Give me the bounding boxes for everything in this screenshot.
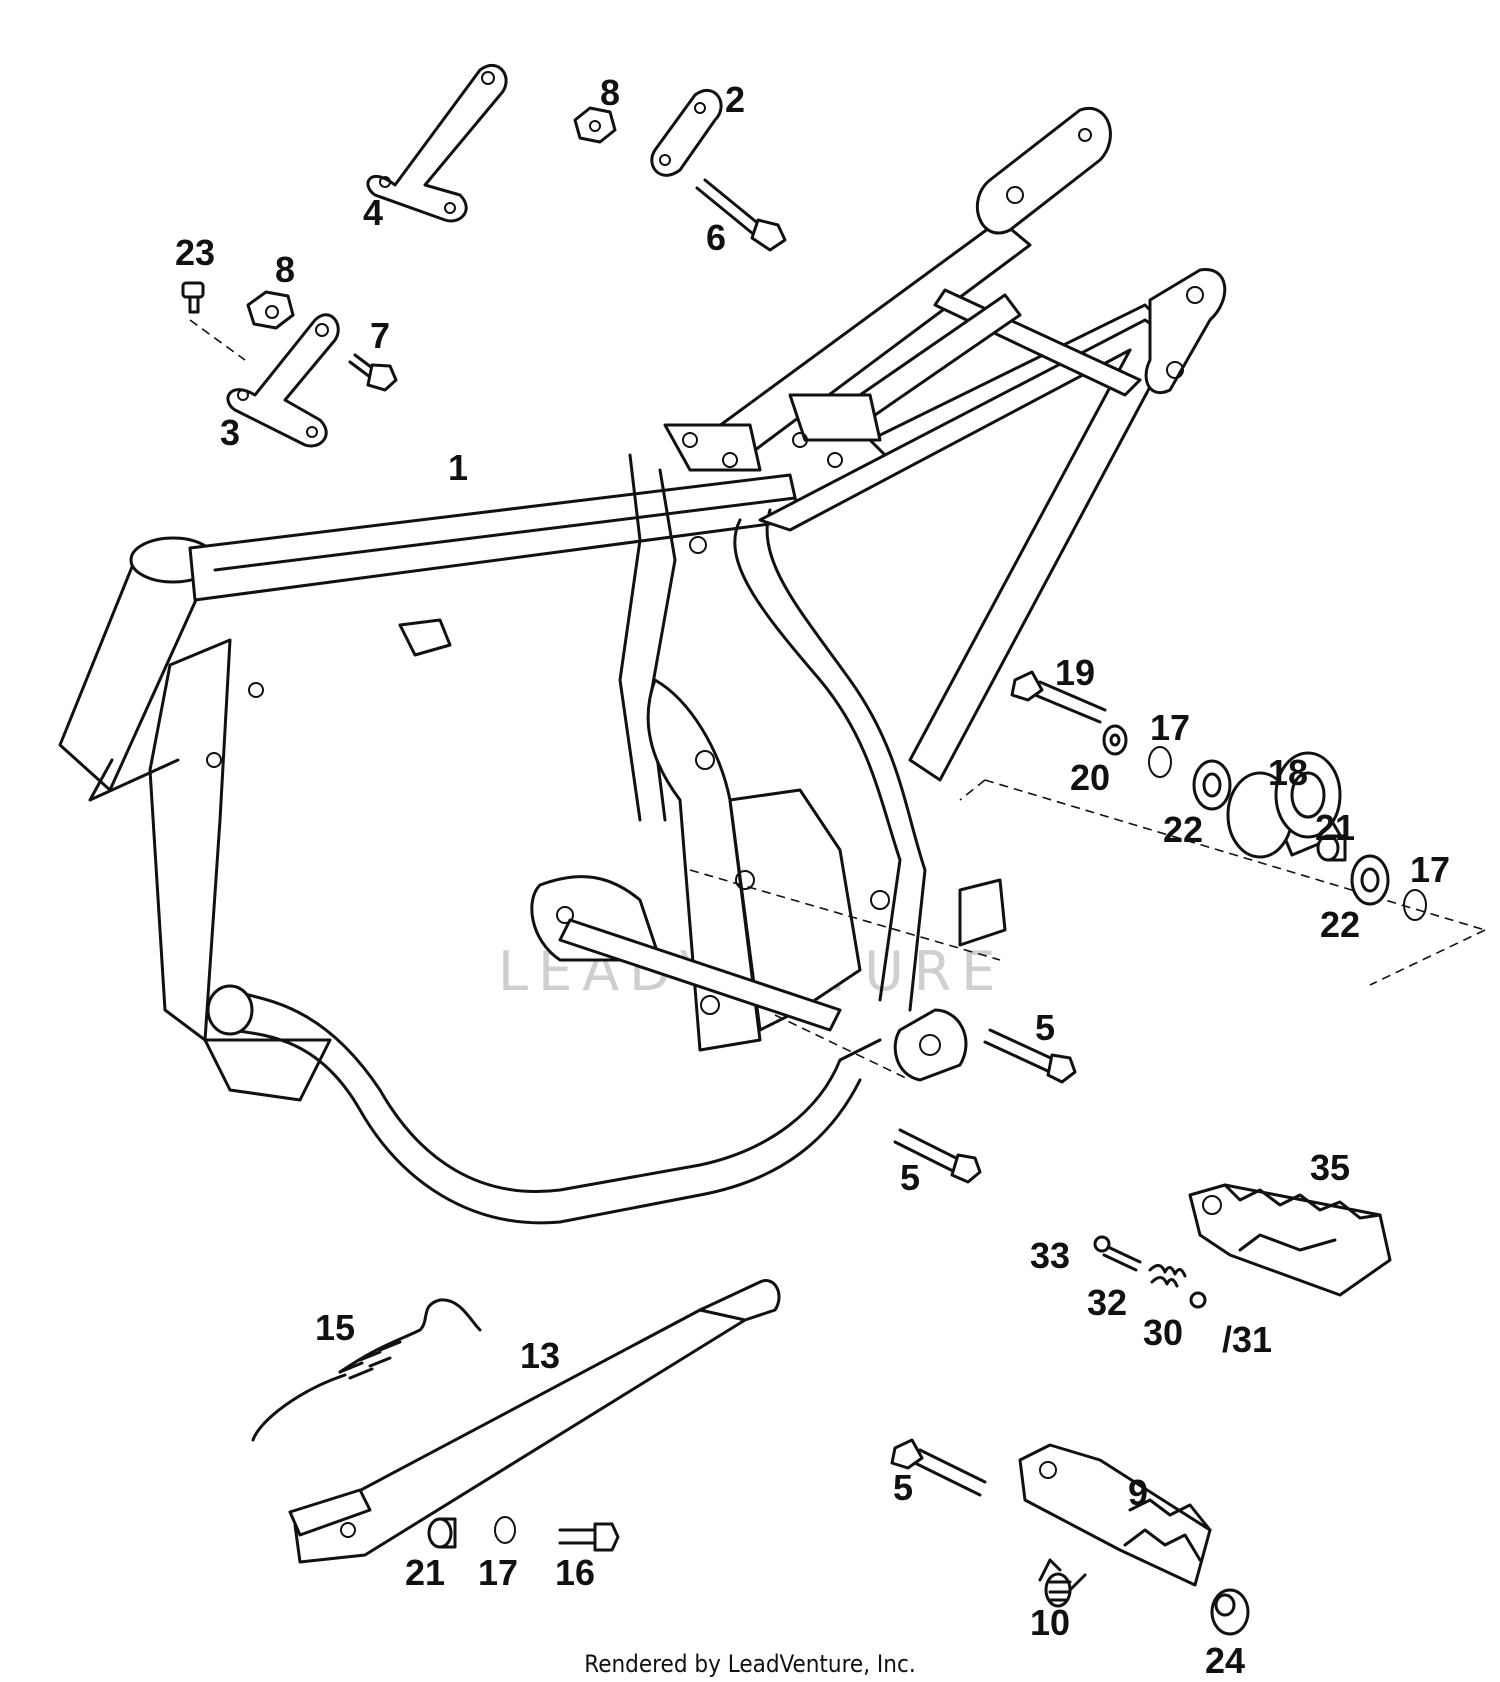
bracket-part-3 — [226, 313, 340, 448]
sleeve-part-21a — [1316, 834, 1347, 862]
callout-33: 33 — [1030, 1235, 1070, 1276]
footpeg-part-35 — [1188, 1183, 1392, 1297]
callout-8a: 8 — [600, 72, 620, 113]
nut-part-8b — [246, 290, 295, 330]
spring-part-32 — [1148, 1264, 1187, 1288]
bolt-part-7 — [348, 353, 398, 392]
callout-23: 23 — [175, 232, 215, 273]
callout-21b: 21 — [405, 1552, 445, 1593]
bracket-part-4 — [366, 63, 508, 223]
callout-21a: 21 — [1315, 807, 1355, 848]
pedal-part-9 — [1018, 1443, 1212, 1587]
bolt-part-6 — [695, 178, 787, 252]
callout-24: 24 — [1205, 1640, 1245, 1681]
callout-18: 18 — [1268, 752, 1308, 793]
washer-part-30 — [1189, 1291, 1207, 1309]
callout-6: 6 — [706, 217, 726, 258]
callout-19: 19 — [1055, 652, 1095, 693]
footer-credit: Rendered by LeadVenture, Inc. — [584, 1650, 915, 1678]
callout-17c: 17 — [478, 1552, 518, 1593]
bolt-part-16 — [558, 1522, 620, 1552]
circlip-part-17a — [1148, 746, 1172, 778]
callout-30: 30 — [1143, 1312, 1183, 1353]
spring-part-10 — [1038, 1558, 1087, 1608]
callout-8b: 8 — [275, 249, 295, 290]
roller-part-18 — [1226, 751, 1342, 859]
spring-part-15 — [251, 1298, 482, 1442]
callout-17a: 17 — [1150, 707, 1190, 748]
frame-part-1 — [58, 106, 1227, 1225]
callout-31: /31 — [1222, 1319, 1272, 1360]
side-stand-part-13 — [288, 1279, 781, 1564]
bolt-part-5a — [983, 1028, 1077, 1084]
callout-17b: 17 — [1410, 849, 1450, 890]
screw-part-23 — [181, 281, 205, 314]
plate-part-2 — [650, 88, 723, 177]
callout-35: 35 — [1310, 1147, 1350, 1188]
callout-labels: 1 2 3 4 5 5 5 6 7 8 8 9 10 13 15 16 17 1… — [175, 72, 1450, 1681]
pin-part-33 — [1093, 1235, 1142, 1272]
callout-22b: 22 — [1320, 904, 1360, 945]
bolt-part-19 — [1010, 670, 1107, 724]
callout-2: 2 — [725, 79, 745, 120]
bearing-part-22a — [1192, 759, 1232, 811]
callout-20: 20 — [1070, 757, 1110, 798]
callout-15: 15 — [315, 1307, 355, 1348]
callout-32: 32 — [1087, 1282, 1127, 1323]
nut-part-24 — [1210, 1588, 1250, 1636]
callout-3: 3 — [220, 412, 240, 453]
callout-5b: 5 — [900, 1157, 920, 1198]
callout-16: 16 — [555, 1552, 595, 1593]
callout-13: 13 — [520, 1335, 560, 1376]
sleeve-part-21b — [427, 1517, 457, 1549]
callout-7: 7 — [370, 315, 390, 356]
bolt-part-5b — [893, 1128, 982, 1184]
assembly-dashed-lines — [189, 319, 1486, 1081]
callout-5c: 5 — [893, 1467, 913, 1508]
bearing-part-22b — [1350, 854, 1390, 906]
circlip-part-17b — [1403, 889, 1427, 921]
washer-part-20 — [1102, 724, 1128, 756]
callout-22a: 22 — [1163, 809, 1203, 850]
callout-5a: 5 — [1035, 1007, 1055, 1048]
callout-1: 1 — [448, 447, 468, 488]
bolt-part-5c — [890, 1438, 987, 1497]
nut-part-8a — [573, 106, 617, 144]
circlip-part-17c — [494, 1516, 516, 1544]
callout-10: 10 — [1030, 1602, 1070, 1643]
callout-9: 9 — [1128, 1472, 1148, 1513]
callout-4: 4 — [363, 192, 383, 233]
